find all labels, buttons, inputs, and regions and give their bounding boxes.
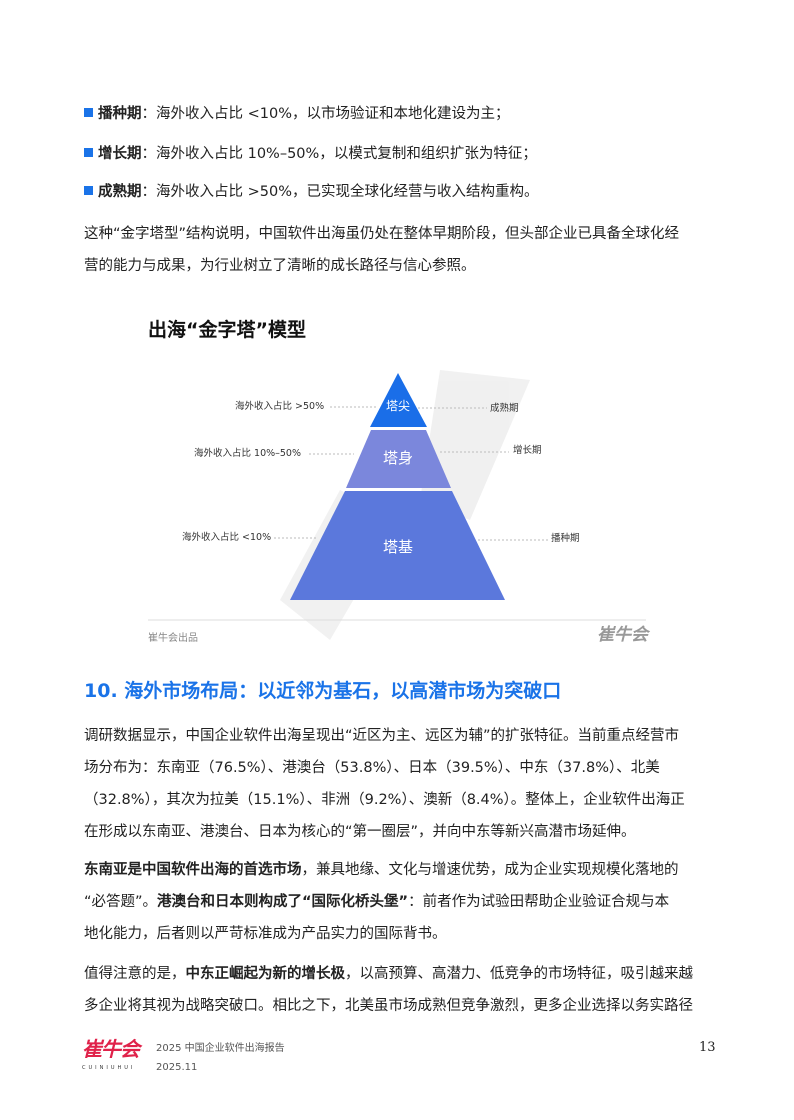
paragraph-line: 这种“金字塔型”结构说明，中国软件出海虽仍处在整体早期阶段，但头部企业已具备全球… — [84, 226, 680, 242]
pyramid-figure — [148, 370, 646, 640]
paragraph-line: （32.8%），其次为拉美（15.1%）、非洲（9.2%）、澳新（8.4%）。整… — [84, 792, 685, 808]
bullet-item: 播种期：海外收入占比 <10%，以市场验证和本地化建设为主； — [84, 106, 510, 123]
layer-name-body: 塔身 — [383, 449, 414, 467]
footer-logo-sub: CUINIUHUI — [82, 1065, 136, 1071]
paragraph-line: 多企业将其视为战略突破口。相比之下，北美虽市场成熟但竞争激烈，更多企业选择以务实… — [84, 998, 693, 1014]
bullet-square-icon — [84, 108, 93, 117]
bullet-square-icon — [84, 148, 93, 157]
bullet-square-icon — [84, 186, 93, 195]
layer-name-tip: 塔尖 — [386, 399, 411, 413]
page-number: 13 — [699, 1040, 716, 1055]
figure-logo: 崔牛会 — [597, 625, 648, 645]
layer-name-base: 塔基 — [383, 538, 414, 556]
pyramid-body — [346, 430, 451, 488]
pyramid-base — [290, 491, 505, 600]
left-label: 海外收入占比 <10% — [182, 532, 272, 543]
paragraph-line: 值得注意的是，中东正崛起为新的增长极，以高预算、高潜力、低竞争的市场特征，吸引越… — [84, 966, 693, 982]
figure-source: 崔牛会出品 — [148, 633, 198, 644]
right-label: 成熟期 — [490, 403, 519, 414]
footer-report-title: 2025 中国企业软件出海报告 — [156, 1043, 285, 1054]
paragraph-line: 营的能力与成果，为行业树立了清晰的成长路径与信心参照。 — [84, 258, 476, 274]
bullet-item: 成熟期：海外收入占比 >50%，已实现全球化经营与收入结构重构。 — [84, 184, 539, 201]
paragraph-line: 地化能力，后者则以严苛标准成为产品实力的国际背书。 — [84, 926, 447, 942]
left-label: 海外收入占比 10%–50% — [194, 448, 302, 459]
paragraph-line: 场分布为：东南亚（76.5%）、港澳台（53.8%）、日本（39.5%）、中东（… — [84, 760, 660, 776]
footer-date: 2025.11 — [156, 1062, 198, 1073]
paragraph-line: 东南亚是中国软件出海的首选市场，兼具地缘、文化与增速优势，成为企业实现规模化落地… — [84, 862, 679, 878]
section-heading: 10. 海外市场布局：以近邻为基石，以高潜市场为突破口 — [84, 680, 562, 702]
paragraph-line: 调研数据显示，中国企业软件出海呈现出“近区为主、远区为辅”的扩张特征。当前重点经… — [84, 728, 680, 744]
footer-logo: 崔牛会 — [82, 1037, 140, 1061]
bullet-item: 增长期：海外收入占比 10%–50%，以模式复制和组织扩张为特征； — [84, 146, 537, 163]
paragraph-line: “必答题”。港澳台和日本则构成了“国际化桥头堡”：前者作为试验田帮助企业验证合规… — [84, 894, 670, 910]
right-label: 播种期 — [551, 533, 580, 544]
left-label: 海外收入占比 >50% — [235, 401, 325, 412]
figure-title: 出海“金字塔”模型 — [148, 319, 306, 341]
paragraph-line: 在形成以东南亚、港澳台、日本为核心的“第一圈层”，并向中东等新兴高潜市场延伸。 — [84, 824, 636, 840]
right-label: 增长期 — [513, 445, 542, 456]
pyramid-tip — [370, 373, 427, 427]
